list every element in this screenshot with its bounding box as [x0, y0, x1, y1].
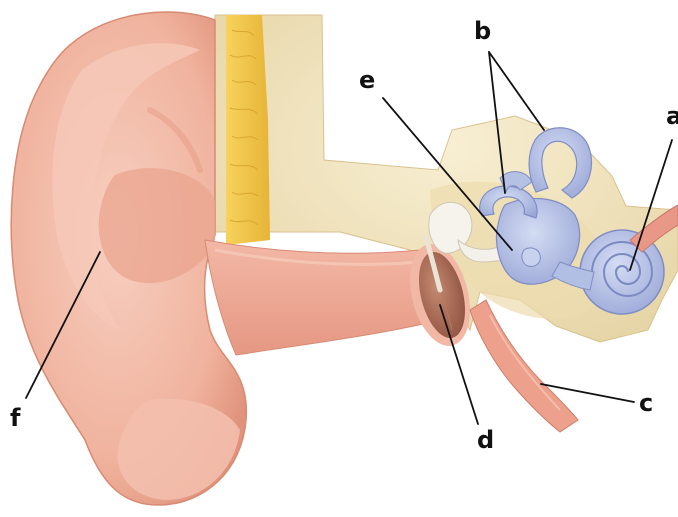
label-d: d	[477, 428, 494, 452]
label-e: e	[359, 68, 375, 92]
label-f: f	[10, 406, 20, 430]
label-b: b	[474, 19, 491, 43]
label-a: a	[666, 104, 678, 128]
ear-canal	[205, 240, 440, 355]
label-c: c	[639, 391, 653, 415]
fatty-tissue	[226, 15, 270, 245]
